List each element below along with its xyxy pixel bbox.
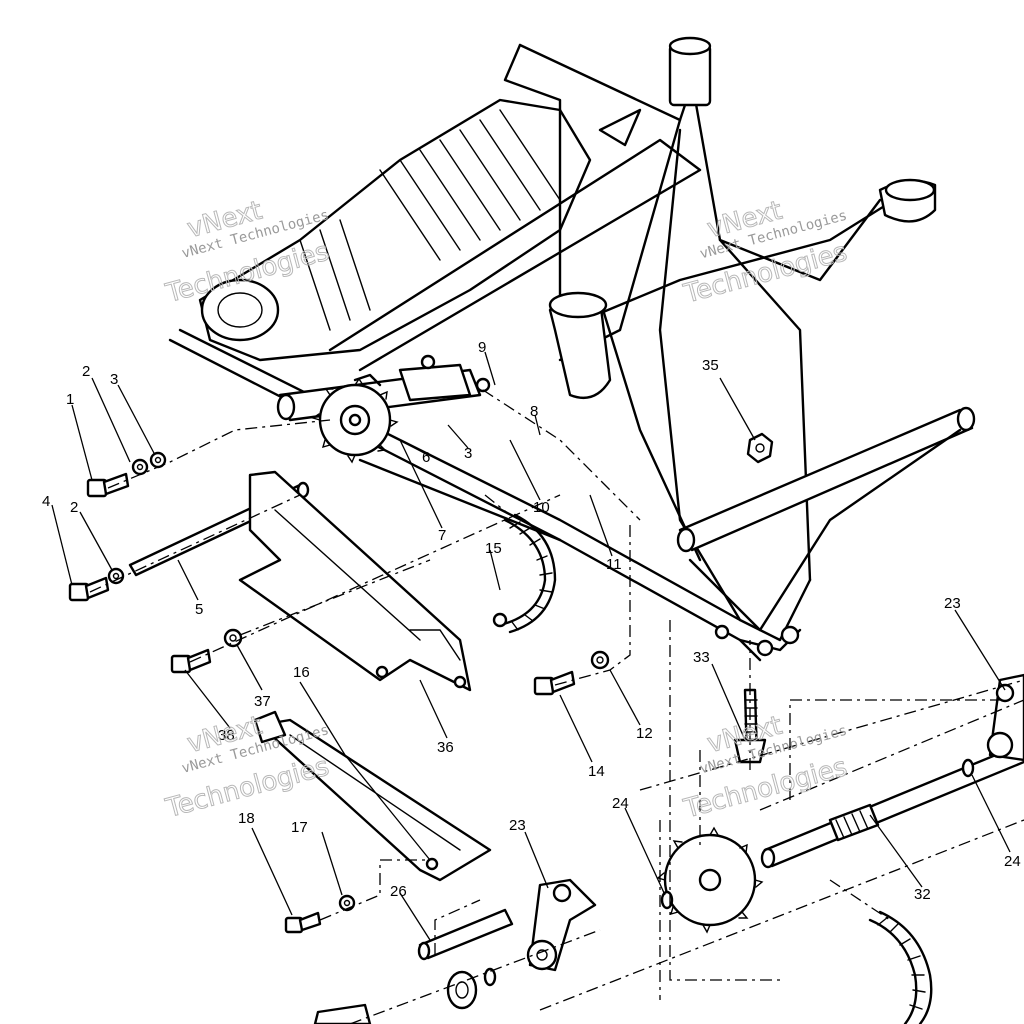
callout-18: 18 [238,810,255,827]
drive-chain-large [868,910,933,1024]
callout-23: 23 [509,817,526,834]
axle-shaft-part-32 [760,743,1024,869]
callout-11: 11 [606,556,622,573]
watermark-bottom-right: vNext vNext Technologies Technologies [680,710,851,825]
callout-26: 26 [390,883,407,900]
callout-2: 2 [82,363,90,380]
bracket-part-16 [253,710,492,882]
bolt-part-4 [68,576,110,602]
engine-block [198,98,592,362]
adjuster-bolt-part-33 [733,688,767,764]
bearing-hanger-part-23-front [526,878,597,972]
callout-5: 5 [195,601,203,618]
callout-36: 36 [437,739,454,756]
callout-9: 9 [478,339,486,356]
washer-part-12 [590,650,610,670]
callout-14: 14 [588,763,605,780]
washer-part-37 [223,628,243,648]
callout-24: 24 [1004,853,1021,870]
bottom-parts [313,970,478,1024]
callout-10: 10 [533,499,550,516]
jackshaft-assembly [276,354,562,542]
callout-2: 2 [70,499,78,516]
callout-24: 24 [612,795,629,812]
explosion-lines [89,389,1024,1024]
spacer-part-26 [417,908,514,961]
chain-guard-part-36 [238,470,472,692]
callout-6: 6 [422,449,430,466]
callout-12: 12 [636,725,653,742]
callout-labels: 1 2 3 4 2 5 6 3 7 8 9 10 11 12 14 15 16 … [42,339,1021,903]
drive-chain-small [492,513,557,634]
callout-37: 37 [254,693,271,710]
callout-16: 16 [293,664,310,681]
callout-35: 35 [702,357,719,374]
watermark-top-right: vNext vNext Technologies Technologies [680,195,851,310]
callout-23: 23 [944,595,961,612]
callout-17: 17 [291,819,308,836]
bolt-part-1 [86,472,130,498]
callout-3: 3 [110,371,118,388]
bolt-part-38 [170,648,212,674]
callout-4: 4 [42,493,50,510]
callout-8: 8 [530,403,538,420]
nut-part-35 [746,432,774,464]
bolt-part-18 [284,911,322,934]
bearing-hanger-part-23-rear [986,673,1024,762]
leader-lines [51,351,1011,941]
sprocket-large [656,826,764,934]
bolt-part-14 [533,670,576,696]
callout-38: 38 [218,727,235,744]
callout-3: 3 [464,445,472,462]
callout-15: 15 [485,540,502,557]
callout-33: 33 [693,649,710,666]
washer-parts-2-3 [107,451,167,585]
callout-1: 1 [66,391,74,408]
callout-32: 32 [914,886,931,903]
callout-7: 7 [438,527,446,544]
washer-part-17 [338,894,356,912]
watermark-bottom-left: vNext vNext Technologies Technologies [162,710,333,825]
